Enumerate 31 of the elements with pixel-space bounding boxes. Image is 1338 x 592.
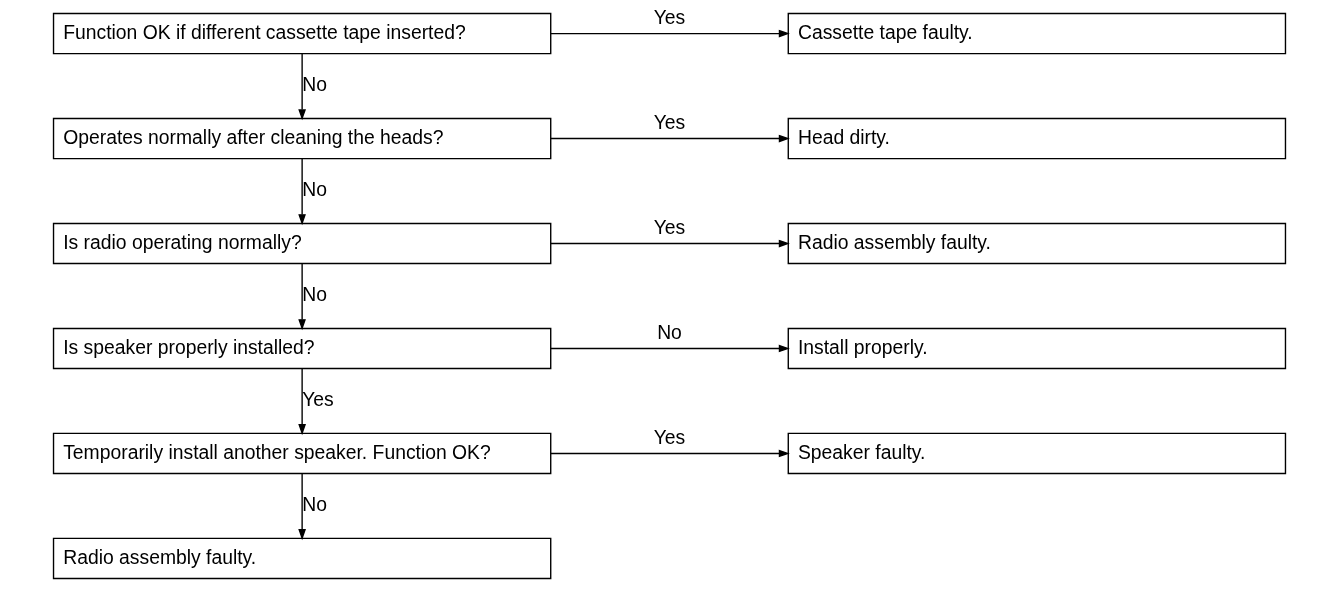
- node-box: Cassette tape faulty.: [787, 12, 1286, 55]
- arrow: [297, 158, 306, 226]
- edge-label: No: [656, 322, 682, 344]
- node-box: Is speaker properly installed?: [52, 327, 551, 370]
- arrow: [549, 344, 790, 353]
- arrow: [297, 53, 306, 121]
- node-box: Is radio operating normally?: [52, 222, 551, 265]
- edge-label: Yes: [653, 427, 685, 449]
- node-box: Install properly.: [787, 327, 1286, 370]
- arrow: [297, 472, 306, 541]
- edge-label: Yes: [653, 217, 685, 239]
- edge-label: No: [301, 284, 327, 306]
- edge-label: Yes: [653, 7, 685, 29]
- edge-label: No: [301, 494, 327, 516]
- node-box: Head dirty.: [787, 117, 1286, 160]
- node-box: Speaker faulty.: [787, 432, 1286, 475]
- node-box: Function OK if different cassette tape inserted?: [52, 12, 551, 55]
- node-box: Radio assembly faulty.: [52, 537, 551, 580]
- arrow: [549, 29, 790, 38]
- arrow: [297, 367, 306, 436]
- node-box: Radio assembly faulty.: [787, 222, 1286, 265]
- node-box: Operates normally after cleaning the heads?: [52, 117, 551, 160]
- edge-label: Yes: [301, 389, 334, 411]
- node-box: Temporarily install another speaker. Function OK?: [52, 432, 551, 475]
- arrow: [549, 449, 790, 458]
- edge-label: No: [301, 179, 327, 201]
- edge-label: No: [301, 74, 327, 96]
- edge-label: Yes: [653, 112, 685, 134]
- arrow: [549, 239, 790, 248]
- arrow: [297, 262, 306, 331]
- arrow: [549, 134, 790, 143]
